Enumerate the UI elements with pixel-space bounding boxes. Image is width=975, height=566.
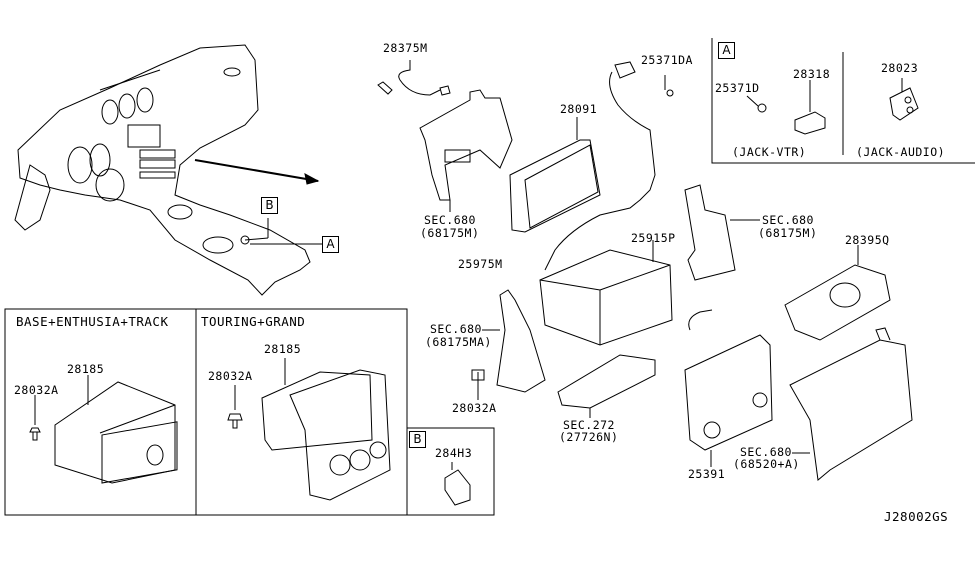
caption-jack-vtr: (JACK-VTR)	[732, 145, 807, 159]
touring-audio-unit-illustration	[227, 358, 391, 501]
module-27726n-illustration	[557, 354, 656, 418]
part-label-28185-touring[interactable]: 28185	[264, 342, 302, 356]
detail-b-border	[406, 427, 495, 516]
callout-b[interactable]: B	[261, 197, 278, 214]
part-label-28375m[interactable]: 28375M	[383, 41, 428, 55]
part-label-28091[interactable]: 28091	[560, 102, 598, 116]
part-label-28032a[interactable]: 28032A	[452, 401, 497, 415]
variant-panels-border	[4, 308, 408, 516]
sec680-label-upper[interactable]: SEC.680	[424, 213, 476, 227]
sec272-label[interactable]: SEC.272	[563, 418, 615, 432]
panel-base-title: BASE+ENTHUSIA+TRACK	[16, 314, 169, 329]
control-panel-28395q-illustration	[784, 245, 891, 341]
part-label-25975m[interactable]: 25975M	[458, 257, 503, 271]
base-audio-unit-illustration	[29, 375, 178, 484]
usb-adapter-284h3-illustration	[444, 462, 471, 506]
part-label-284h3[interactable]: 284H3	[435, 446, 473, 460]
climate-control-25391-illustration	[684, 309, 773, 467]
caption-jack-audio: (JACK-AUDIO)	[856, 145, 946, 159]
callout-b-leader-2	[244, 237, 269, 241]
part-label-25371d[interactable]: 25371D	[715, 81, 760, 95]
sec680-label-finisher[interactable]: SEC.680	[740, 445, 792, 459]
sec680-label-right[interactable]: SEC.680	[762, 213, 814, 227]
part-label-28318[interactable]: 28318	[793, 67, 831, 81]
detail-a-border	[711, 38, 975, 164]
jack-vtr-illustration	[746, 80, 826, 135]
diagram-code: J28002GS	[884, 509, 949, 524]
panel-touring-title: TOURING+GRAND	[201, 314, 306, 329]
sec680-ref-finisher: (68520+A)	[733, 457, 800, 471]
navigation-unit-25915p-illustration	[539, 240, 673, 346]
sec680-ref-upper: (68175M)	[420, 226, 480, 240]
sec272-ref: (27726N)	[559, 430, 619, 444]
part-label-28032a-touring[interactable]: 28032A	[208, 369, 253, 383]
sec680-ref-right: (68175M)	[758, 226, 818, 240]
detail-a-callout: A	[718, 42, 735, 59]
callout-a[interactable]: A	[322, 236, 339, 253]
sec680-ref-lower: (68175MA)	[425, 335, 492, 349]
cable-28375m-illustration	[377, 60, 451, 96]
detail-b-callout: B	[409, 431, 426, 448]
part-label-25915p[interactable]: 25915P	[631, 231, 676, 245]
jack-audio-illustration	[889, 78, 919, 121]
bracket-68175ma-illustration	[471, 289, 546, 400]
bracket-68175m-illustration	[419, 89, 513, 212]
part-label-28395q[interactable]: 28395Q	[845, 233, 890, 247]
part-label-25371da[interactable]: 25371DA	[641, 53, 693, 67]
cable-25371da-illustration	[544, 61, 674, 271]
bracket-68175m-right-illustration	[684, 184, 760, 281]
part-label-28023[interactable]: 28023	[881, 61, 919, 75]
dashboard-overview-illustration	[14, 44, 311, 296]
overview-pointer-arrow	[194, 159, 320, 185]
part-label-25391[interactable]: 25391	[688, 467, 726, 481]
finisher-68520a-illustration	[789, 327, 913, 481]
part-label-28032a-base[interactable]: 28032A	[14, 383, 59, 397]
display-28091-illustration	[509, 117, 601, 233]
part-label-28185-base[interactable]: 28185	[67, 362, 105, 376]
sec680-label-lower[interactable]: SEC.680	[430, 322, 482, 336]
